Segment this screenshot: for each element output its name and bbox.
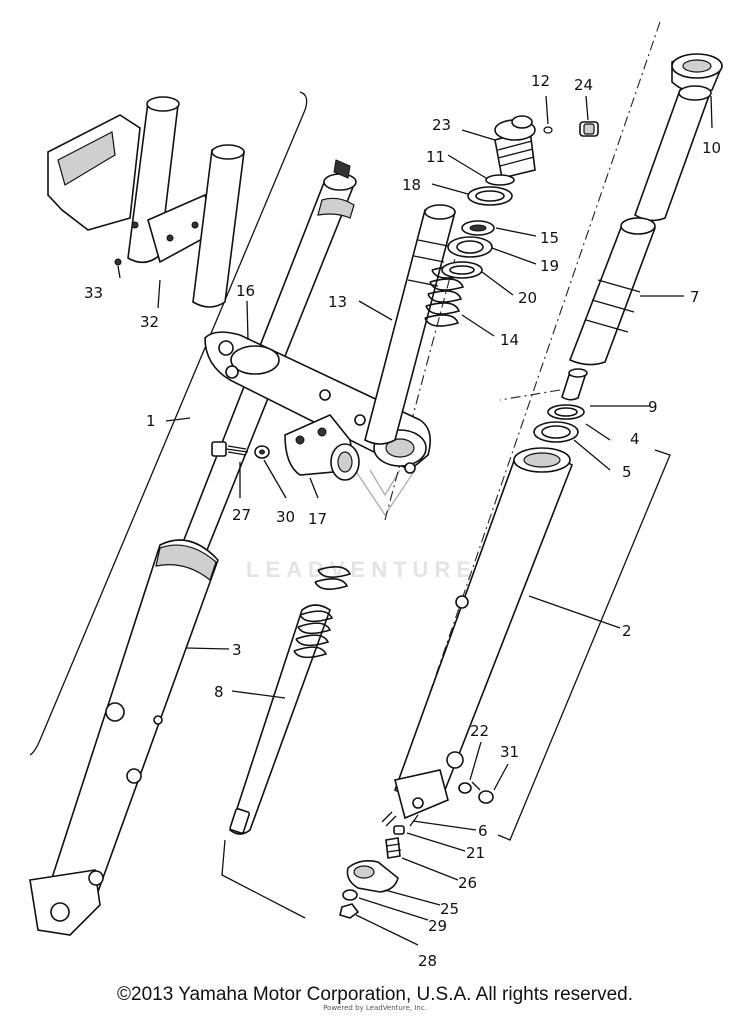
clamp-17 xyxy=(284,414,360,481)
tube-cover-upper xyxy=(634,85,712,222)
ring-4 xyxy=(547,404,585,420)
callout-33: 33 xyxy=(84,284,103,302)
callout-7: 7 xyxy=(690,288,700,306)
seal-19 xyxy=(447,236,493,258)
fork-spring-14 xyxy=(314,266,467,590)
clamp-25 xyxy=(346,860,399,893)
bracket-assembly-2 xyxy=(497,449,671,841)
callout-6: 6 xyxy=(478,822,488,840)
callout-20: 20 xyxy=(518,289,537,307)
callout-8: 8 xyxy=(214,683,224,701)
callout-30: 30 xyxy=(276,508,295,526)
callout-26: 26 xyxy=(458,874,477,892)
callout-2: 2 xyxy=(622,622,632,640)
seal-5 xyxy=(533,421,579,443)
callout-19: 19 xyxy=(540,257,559,275)
washer-20 xyxy=(441,261,483,279)
tube-cover-7 xyxy=(568,217,656,366)
o-ring-11 xyxy=(485,174,515,186)
callout-28: 28 xyxy=(418,952,437,970)
bolt-26 xyxy=(385,837,402,859)
headlight-bracket-33 xyxy=(47,96,180,266)
callout-5: 5 xyxy=(622,463,632,481)
callout-3: 3 xyxy=(232,641,242,659)
callout-10: 10 xyxy=(702,139,721,157)
callout-13: 13 xyxy=(328,293,347,311)
headlight-bracket-32 xyxy=(147,144,245,308)
copyright-notice: ©2013 Yamaha Motor Corporation, U.S.A. A… xyxy=(117,984,633,1005)
callout-9: 9 xyxy=(648,398,658,416)
spacer-9 xyxy=(561,368,588,401)
callout-labels: 1 2 3 4 5 6 7 8 9 10 11 12 13 14 15 16 1… xyxy=(84,72,721,970)
callout-18: 18 xyxy=(402,176,421,194)
leader-lines xyxy=(117,95,713,946)
callout-25: 25 xyxy=(440,900,459,918)
damper-rod-8 xyxy=(229,604,334,835)
bracket-assembly-8 xyxy=(221,839,306,919)
watermark-logo xyxy=(354,469,416,517)
o-ring-12 xyxy=(543,126,553,134)
cover-10 xyxy=(671,53,723,94)
callout-14: 14 xyxy=(500,331,519,349)
callout-22: 22 xyxy=(470,722,489,740)
inner-tube-13 xyxy=(364,204,456,445)
watermark-text: LEADVENTURE xyxy=(246,557,477,582)
cap-bolt-23 xyxy=(494,115,536,179)
callout-11: 11 xyxy=(426,148,445,166)
washer-18 xyxy=(467,186,513,206)
callout-29: 29 xyxy=(428,917,447,935)
bolt-27 xyxy=(211,441,249,457)
callout-21: 21 xyxy=(466,844,485,862)
powered-by-label: Powered by LeadVenture, Inc. xyxy=(323,1004,427,1012)
fork-outer-tube-left-3 xyxy=(29,539,219,936)
callout-27: 27 xyxy=(232,506,251,524)
callout-4: 4 xyxy=(630,430,640,448)
bolt-24 xyxy=(579,121,599,137)
callout-12: 12 xyxy=(531,72,550,90)
washer-29 xyxy=(342,889,358,901)
callout-1: 1 xyxy=(146,412,156,430)
callout-17: 17 xyxy=(308,510,327,528)
fork-outer-tube-right-2 xyxy=(394,447,573,820)
washer-21 xyxy=(393,825,405,835)
callout-32: 32 xyxy=(140,313,159,331)
callout-16: 16 xyxy=(236,282,255,300)
washer-30 xyxy=(254,445,270,459)
callout-23: 23 xyxy=(432,116,451,134)
assembly-guide-lines xyxy=(384,21,691,781)
bracket-assembly-1 xyxy=(29,91,308,756)
bolt-31 xyxy=(471,781,494,804)
callout-24: 24 xyxy=(574,76,593,94)
ring-15 xyxy=(461,220,495,236)
nut-28 xyxy=(339,903,360,919)
callout-15: 15 xyxy=(540,229,559,247)
washer-22 xyxy=(458,782,472,794)
callout-31: 31 xyxy=(500,743,519,761)
